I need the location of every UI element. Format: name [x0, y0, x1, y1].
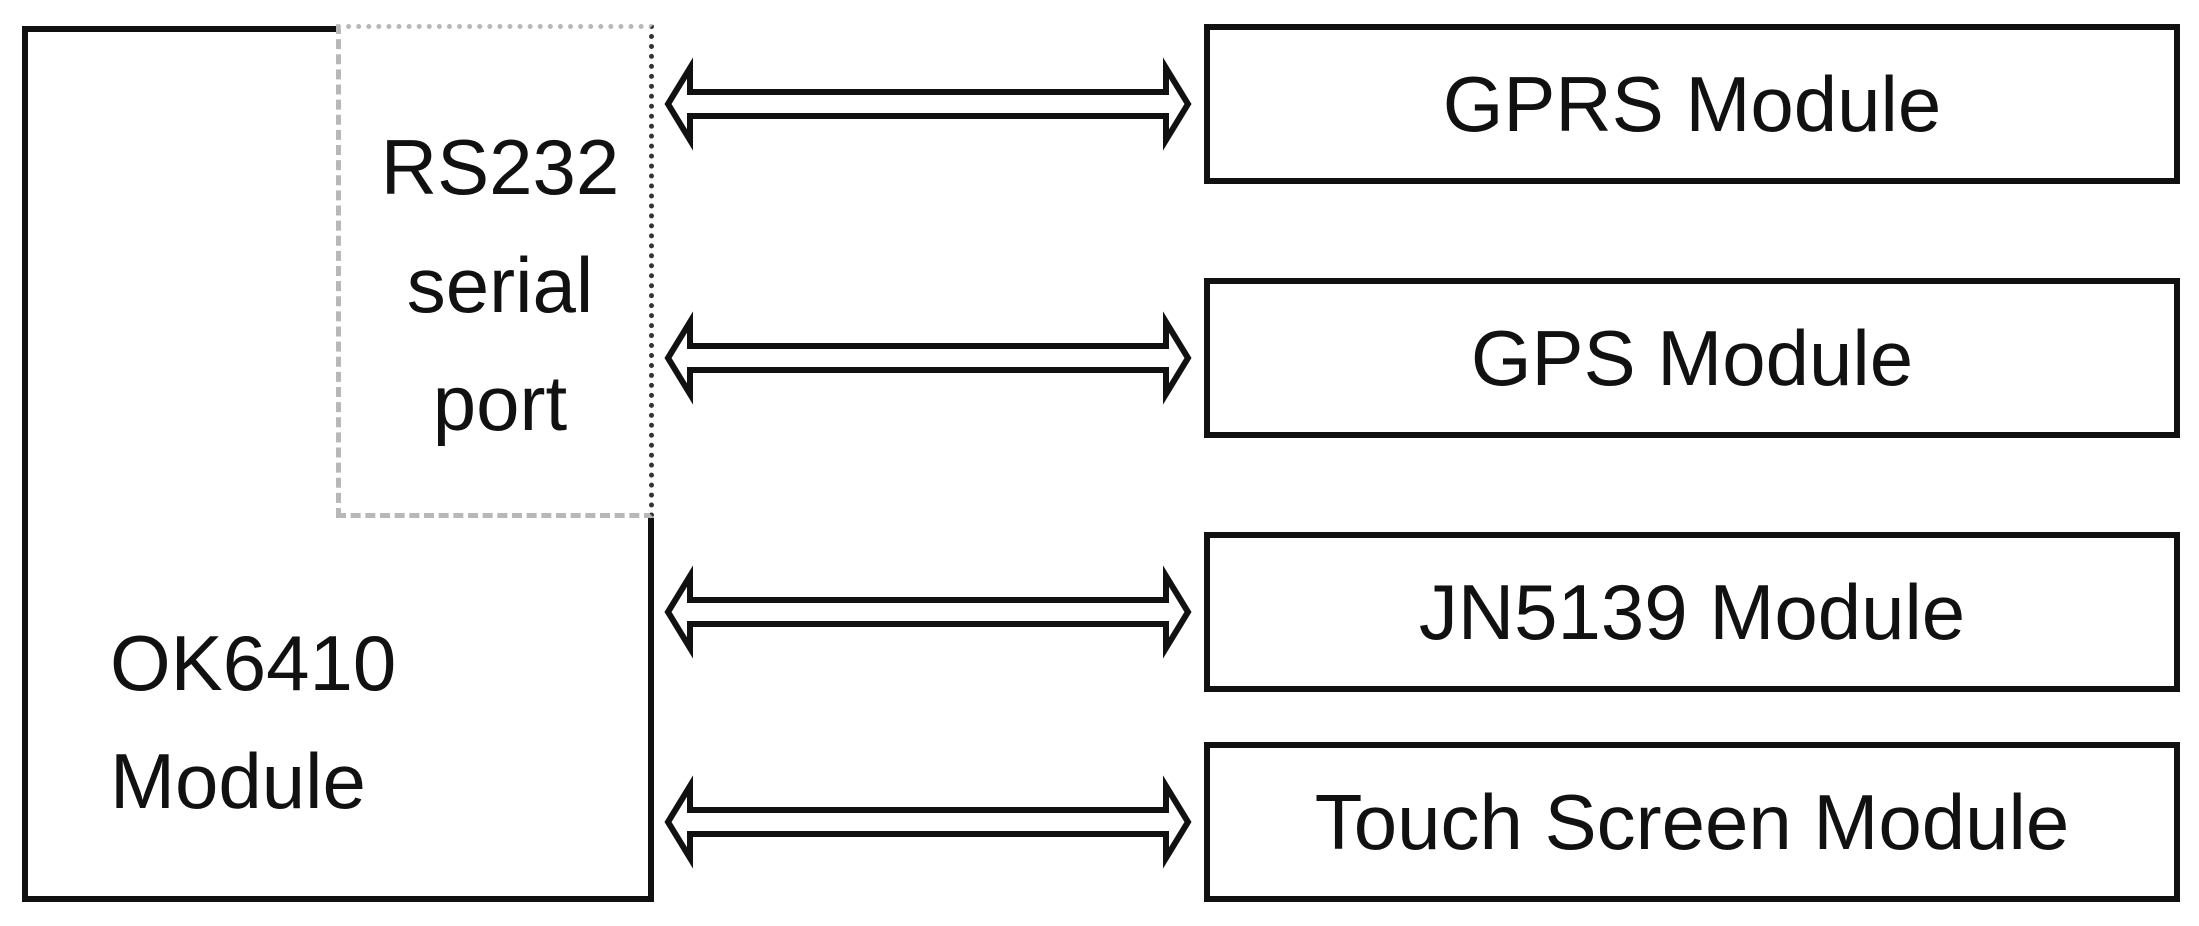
rs232-serial-port-box [336, 24, 654, 518]
jn5139-arrow [664, 565, 1192, 659]
touch-screen-module-box: Touch Screen Module [1204, 742, 2180, 902]
touch-screen-module-label: Touch Screen Module [1314, 777, 2070, 866]
jn5139-module-box: JN5139 Module [1204, 532, 2180, 692]
gps-arrow [664, 311, 1192, 405]
main-module-label: OK6410 Module [110, 619, 397, 825]
gprs-module-box: GPRS Module [1204, 24, 2180, 184]
touch-screen-arrow [664, 775, 1192, 869]
gps-module-label: GPS Module [1470, 313, 1914, 402]
gprs-module-label: GPRS Module [1442, 59, 1942, 148]
gps-module-box: GPS Module [1204, 278, 2180, 438]
serial-port-label: RS232 serial port [380, 123, 620, 447]
gprs-arrow [664, 57, 1192, 151]
jn5139-module-label: JN5139 Module [1418, 567, 1966, 656]
